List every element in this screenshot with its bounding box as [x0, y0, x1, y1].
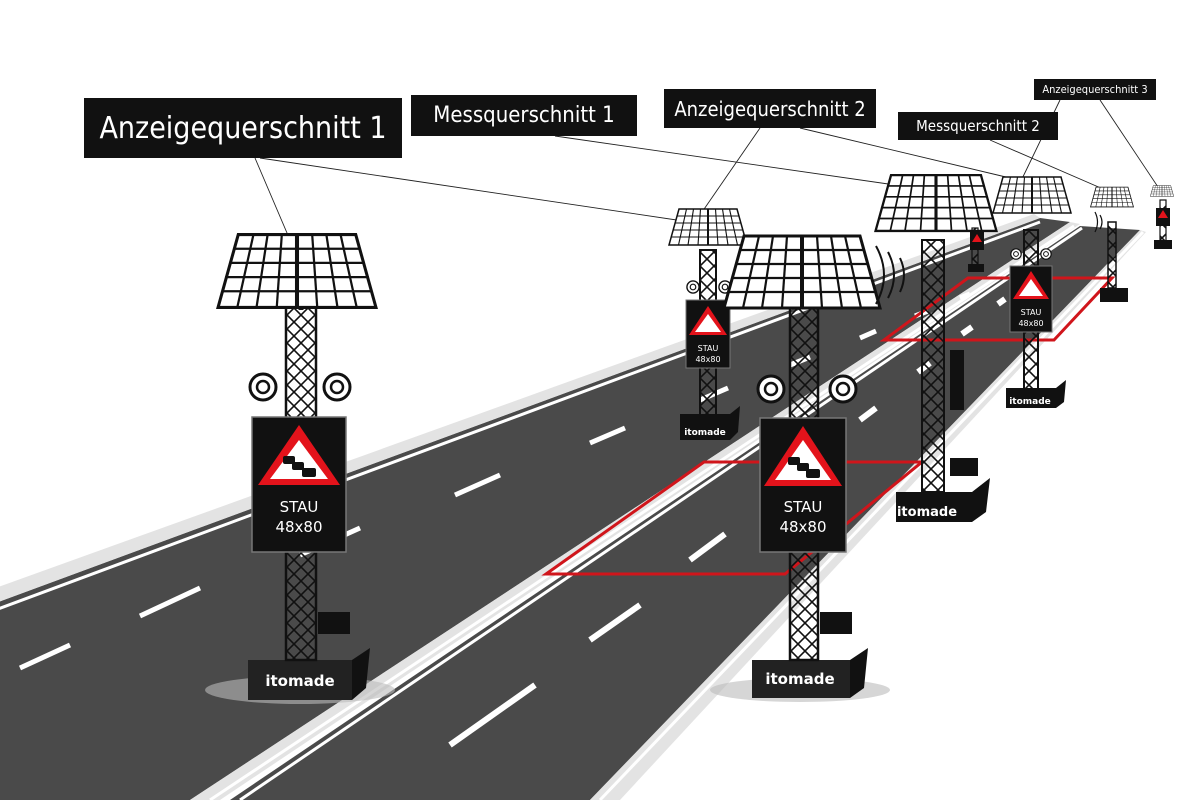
sign-text-line2: 48x80: [275, 518, 322, 536]
label-display-section-2: Anzeigequerschnitt 2: [664, 89, 876, 128]
warning-triangle-icon: [258, 425, 340, 485]
trailer-measurement-section-2: [1090, 186, 1134, 302]
solar-panel-icon: [1090, 186, 1134, 208]
label-display-section-3: Anzeigequerschnitt 3: [1034, 79, 1156, 100]
sign-text-line1: STAU: [280, 498, 319, 516]
sign-text-line1: STAU: [784, 498, 823, 516]
label-measurement-section-1: Messquerschnitt 1: [411, 95, 637, 136]
trailer-display-section-2: itomade STAU 48x80: [710, 234, 890, 702]
label-display-section-1: Anzeigequerschnitt 1: [84, 98, 402, 158]
trailer-display-section-3: [1150, 185, 1174, 249]
label-measurement-section-2: Messquerschnitt 2: [898, 112, 1058, 140]
brand-logo: itomade: [265, 672, 334, 690]
traffic-jam-icon: [283, 456, 316, 477]
solar-panel-icon: [722, 234, 882, 310]
connector-lines: [254, 99, 1161, 241]
solar-panel-icon: [992, 175, 1072, 215]
sign-text-line2: 48x80: [695, 355, 720, 364]
solar-panel-icon: [874, 173, 998, 233]
radar-wave-icon: [1094, 211, 1103, 233]
brand-logo: itomade: [897, 505, 957, 520]
trailer-display-section-2-far: itomade STAU 48x80: [992, 175, 1072, 408]
sign-text-line2: 48x80: [1018, 319, 1043, 328]
trailer-measurement-section-1: itomade: [874, 173, 998, 522]
sign-text-line2: 48x80: [779, 518, 826, 536]
sign-text-line1: STAU: [698, 344, 719, 353]
trailer-display-section-1: itomade STAU 48x80: [205, 235, 395, 704]
solar-panel-icon: [218, 235, 376, 308]
warning-triangle-icon: [764, 426, 842, 486]
brand-logo: itomade: [1009, 397, 1051, 407]
radar-wave-icon: [875, 245, 905, 305]
solar-panel-icon: [668, 207, 748, 247]
solar-panel-icon: [1150, 185, 1174, 197]
brand-logo: itomade: [765, 670, 834, 688]
trailer-display-section-1-far: itomade STAU 48x80: [668, 207, 748, 440]
trailer-oncoming-small: [968, 227, 984, 272]
brand-logo: itomade: [684, 428, 726, 438]
traffic-jam-icon: [788, 457, 820, 478]
sign-text-line1: STAU: [1021, 308, 1042, 317]
